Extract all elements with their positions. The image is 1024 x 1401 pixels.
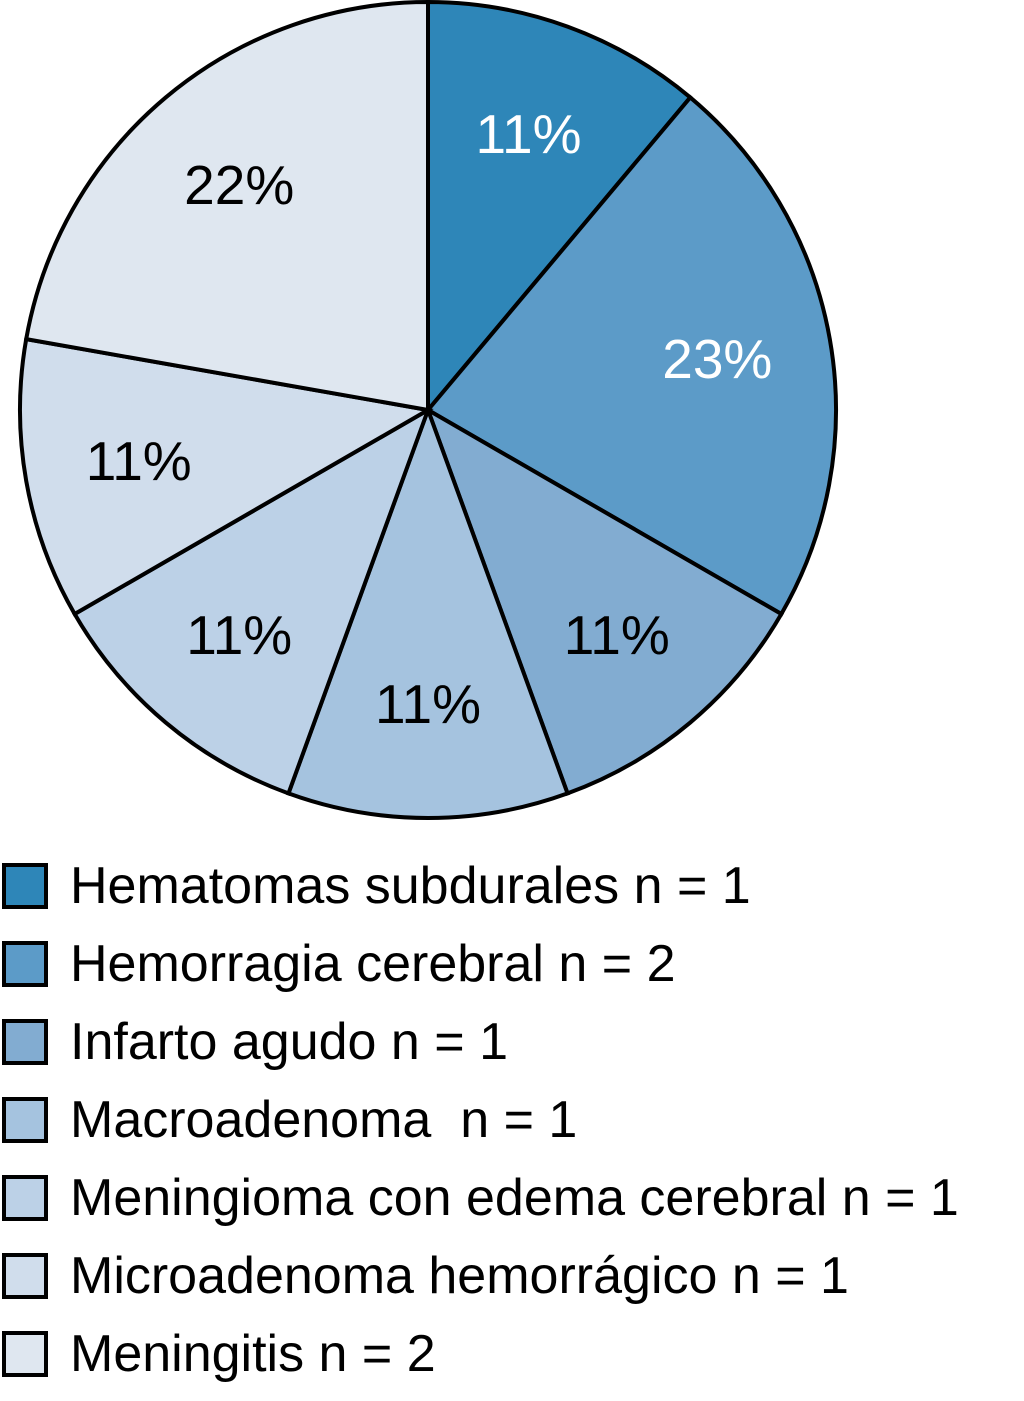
legend-label: Macroadenoma n = 1 bbox=[70, 1091, 578, 1149]
pie-slice bbox=[424, 405, 785, 796]
legend-label: Hemorragia cerebral n = 2 bbox=[70, 935, 676, 993]
legend-label: Meningitis n = 2 bbox=[70, 1325, 436, 1383]
pie-slice-label: 11% bbox=[186, 604, 292, 666]
pie-slice-label: 11% bbox=[375, 673, 481, 735]
pie-chart-area: 11% 23% 11% 11% 11% 11% 22% bbox=[18, 0, 838, 820]
legend-label: Meningioma con edema cerebral n = 1 bbox=[70, 1169, 959, 1227]
legend-swatch bbox=[2, 1097, 48, 1143]
pie-chart: 11% 23% 11% 11% 11% 11% 22% bbox=[18, 0, 838, 820]
legend-swatch bbox=[2, 1175, 48, 1221]
pie-slice bbox=[285, 404, 571, 820]
legend: Hematomas subdurales n = 1 Hemorragia ce… bbox=[2, 856, 959, 1384]
pie-slice-label: 23% bbox=[662, 328, 772, 390]
legend-swatch bbox=[2, 863, 48, 909]
pie-slice bbox=[71, 405, 432, 796]
pie-slice bbox=[23, 0, 430, 413]
pie-slice-label: 22% bbox=[184, 154, 294, 216]
pie-slice bbox=[18, 336, 434, 617]
legend-label: Microadenoma hemorrágico n = 1 bbox=[70, 1247, 849, 1305]
pie-slice bbox=[426, 0, 694, 416]
legend-swatch bbox=[2, 1019, 48, 1065]
legend-label: Hematomas subdurales n = 1 bbox=[70, 857, 751, 915]
legend-swatch bbox=[2, 1253, 48, 1299]
legend-item: Macroadenoma n = 1 bbox=[2, 1090, 959, 1150]
pie-slice-label: 11% bbox=[476, 103, 582, 165]
pie-slice bbox=[424, 94, 838, 617]
legend-item: Meningioma con edema cerebral n = 1 bbox=[2, 1168, 959, 1228]
legend-label: Infarto agudo n = 1 bbox=[70, 1013, 509, 1071]
legend-item: Microadenoma hemorrágico n = 1 bbox=[2, 1246, 959, 1306]
legend-item: Hemorragia cerebral n = 2 bbox=[2, 934, 959, 994]
legend-item: Hematomas subdurales n = 1 bbox=[2, 856, 959, 916]
legend-item: Meningitis n = 2 bbox=[2, 1324, 959, 1384]
pie-slice-label: 11% bbox=[86, 430, 192, 492]
pie-slice-label: 11% bbox=[564, 604, 670, 666]
legend-item: Infarto agudo n = 1 bbox=[2, 1012, 959, 1072]
legend-swatch bbox=[2, 941, 48, 987]
legend-swatch bbox=[2, 1331, 48, 1377]
